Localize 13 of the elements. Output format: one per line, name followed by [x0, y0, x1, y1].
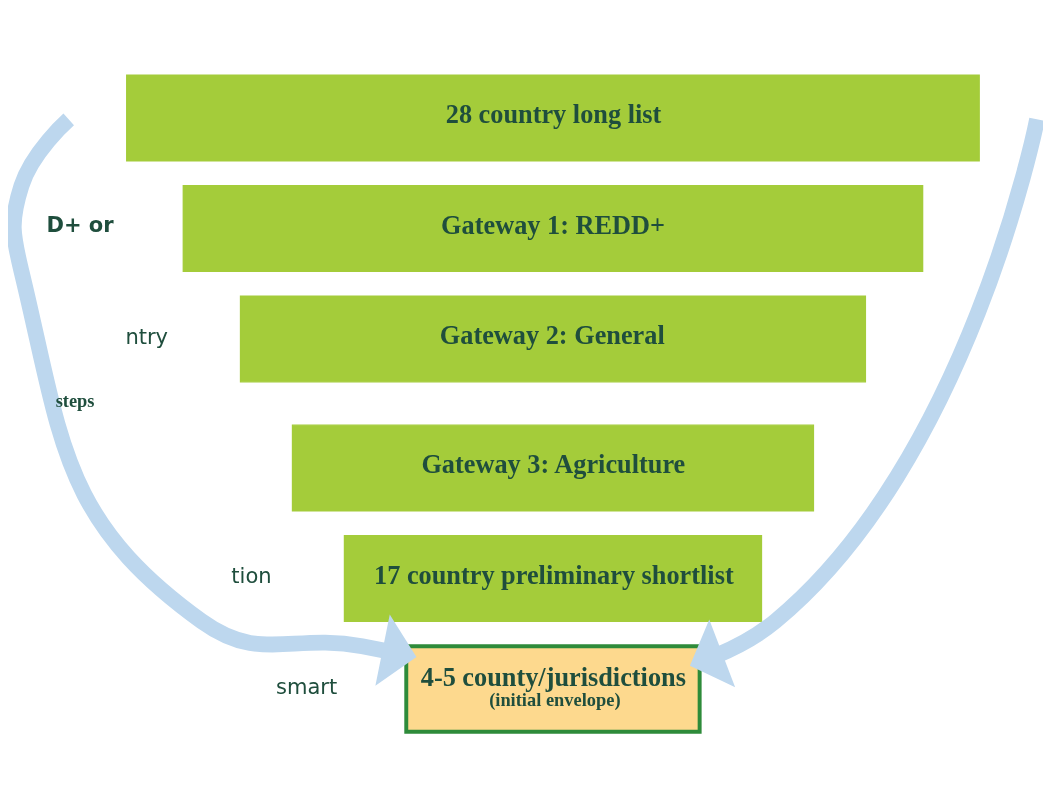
node-box: Gateway 1: REDD+: [182, 184, 924, 272]
arrow: [8, 113, 417, 686]
label: ntry: [125, 323, 169, 349]
label: tion: [231, 562, 272, 588]
label: D+ or: [46, 211, 114, 237]
arrow: [689, 117, 1043, 687]
node-box: 4-5 county/jurisdictions (initial envelope): [404, 643, 702, 734]
label: smart: [276, 673, 338, 699]
node-box: 28 country long list: [126, 74, 980, 161]
node-box: Gateway 3: Agriculture: [291, 424, 815, 511]
node-box: Gateway 2: General: [239, 295, 867, 382]
node-box: 17 country preliminary shortlist: [343, 534, 763, 622]
edge-label: steps: [55, 390, 95, 411]
